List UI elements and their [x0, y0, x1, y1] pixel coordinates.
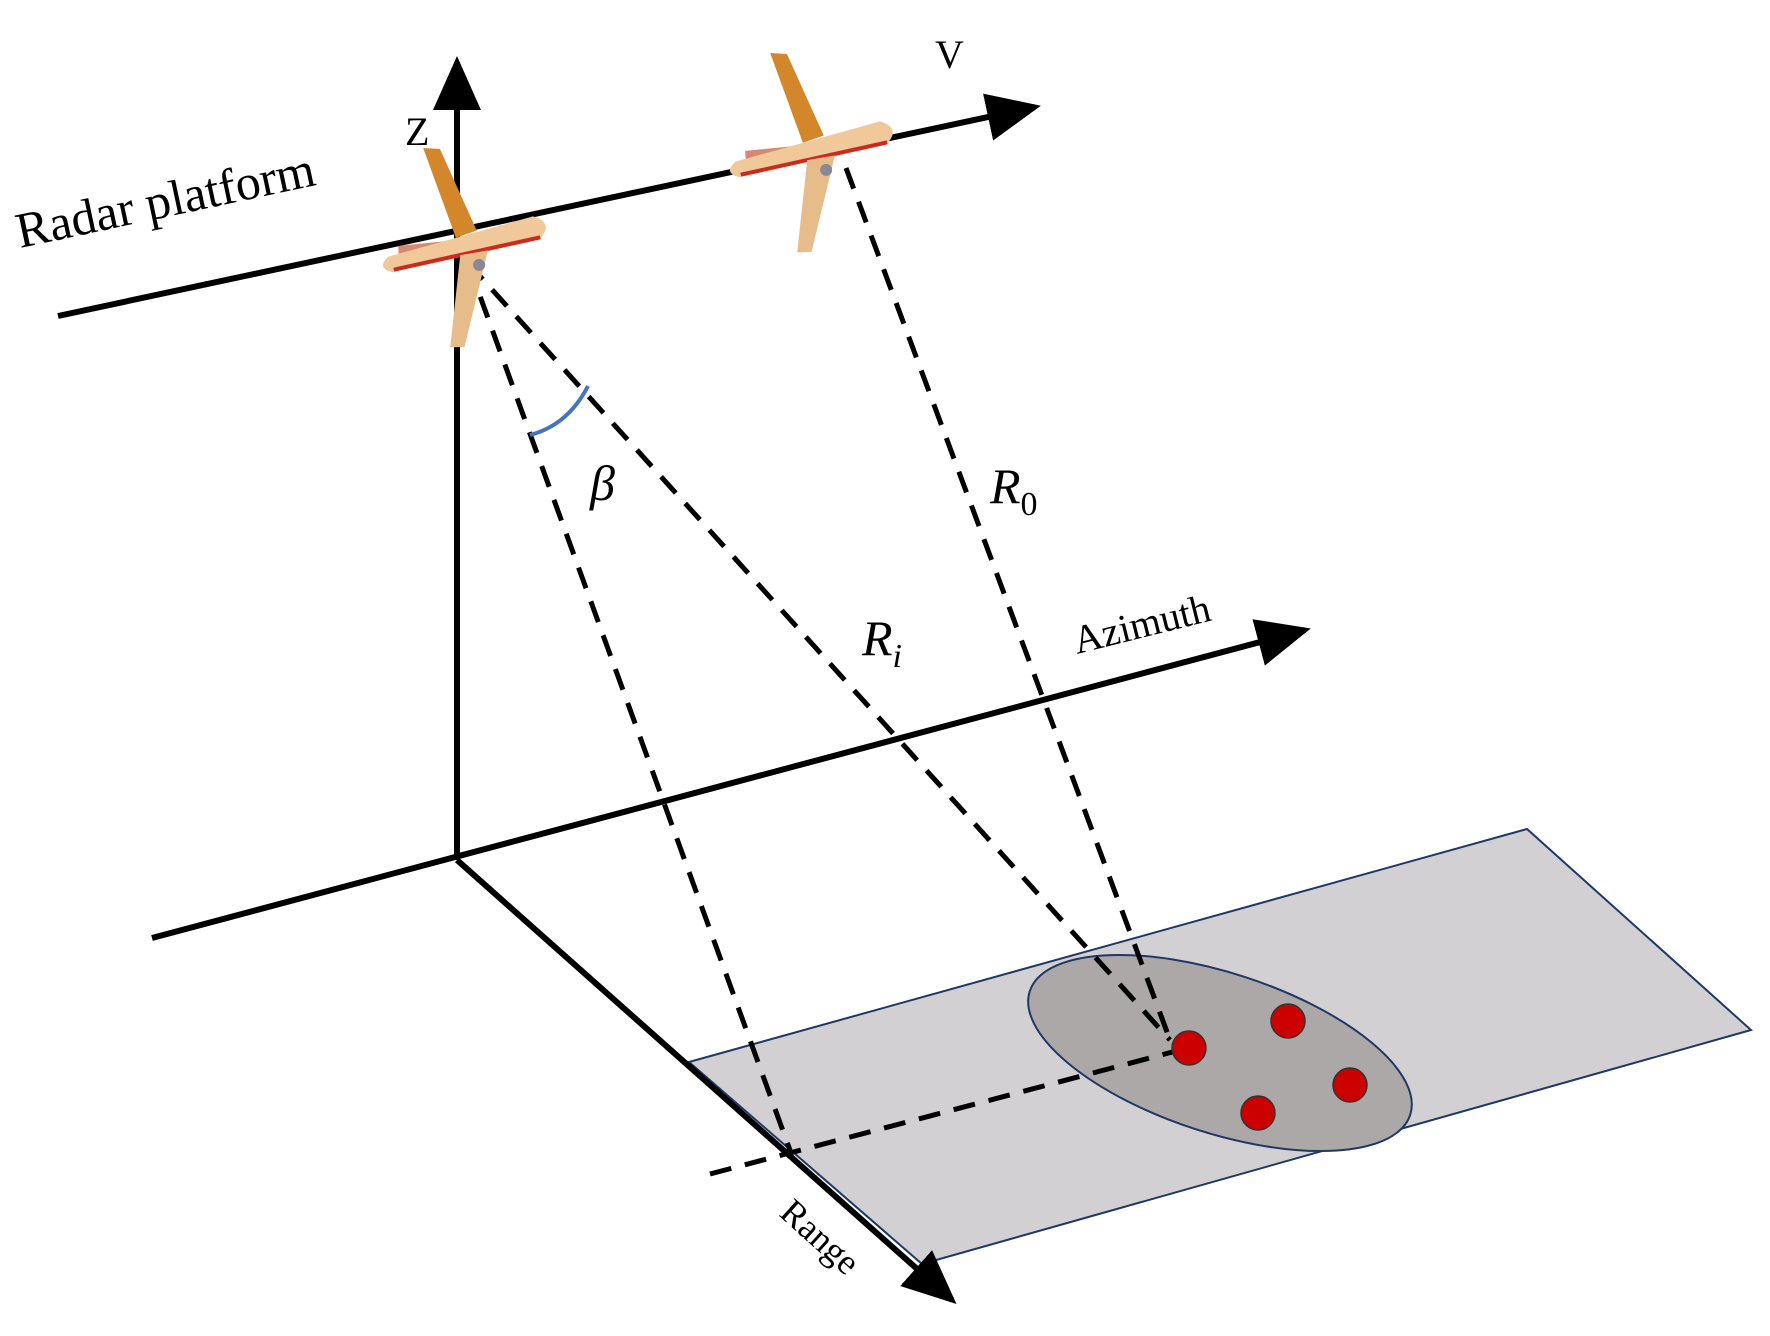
r0-subscript: 0	[1021, 486, 1038, 523]
ground-range-projection	[709, 1047, 1181, 1177]
radar-platform-label: Radar platform	[11, 141, 320, 259]
beam-edge-near	[465, 262, 794, 1154]
target-group	[1171, 1003, 1368, 1131]
airplane-icon	[730, 52, 893, 253]
ri-subscript: i	[893, 638, 902, 675]
azimuth-label: Azimuth	[1068, 585, 1215, 663]
velocity-label: V	[935, 32, 964, 77]
airplane-icon	[383, 147, 546, 348]
r0-label: R0	[989, 458, 1038, 523]
ri-label: Ri	[861, 610, 902, 675]
z-axis-label: Z	[405, 109, 429, 154]
slant-range-ri	[466, 261, 1172, 1042]
target-1	[1171, 1030, 1207, 1066]
beam-footprint	[1027, 953, 1413, 1153]
target-3	[1332, 1067, 1368, 1103]
range-axis	[455, 857, 957, 1304]
beta-label: β	[589, 455, 615, 511]
azimuth-axis	[151, 619, 1311, 941]
r0-main: R	[989, 458, 1021, 514]
slant-range-r0	[843, 167, 1173, 1041]
ri-main: R	[861, 610, 893, 666]
beta-angle-arc	[529, 385, 590, 437]
target-2	[1270, 1003, 1306, 1039]
target-4	[1240, 1095, 1276, 1131]
